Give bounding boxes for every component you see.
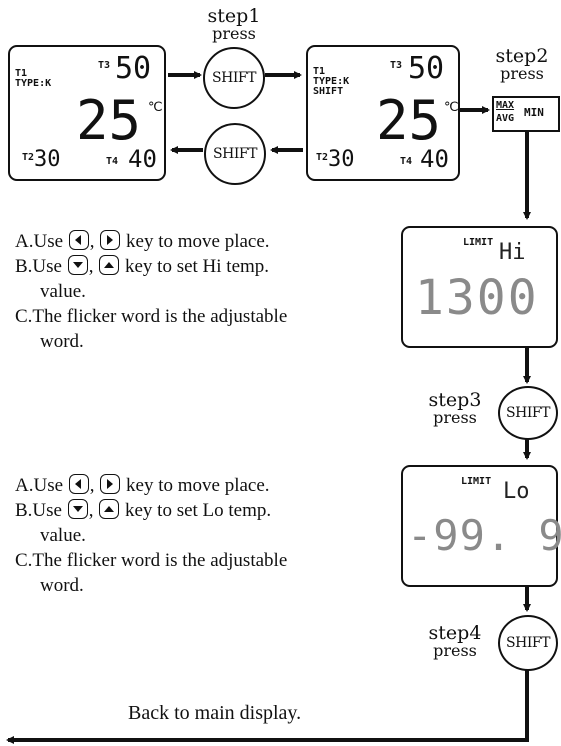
shift-button-step4[interactable]: SHIFT — [498, 615, 558, 671]
hi-instructions: A.Use , key to move place. B.Use , key t… — [15, 229, 287, 354]
unit-label: ℃ — [444, 99, 459, 114]
t4-label: T4 — [106, 156, 119, 167]
up-key-icon — [99, 499, 120, 519]
step1-label: step1 press — [207, 5, 261, 43]
step4-label: step4 press — [428, 622, 482, 660]
mode-label: SHIFT — [313, 86, 344, 97]
avg-label: AVG — [496, 113, 515, 124]
right-key-icon — [100, 230, 121, 250]
t4-value: 40 — [128, 145, 157, 173]
down-key-icon — [67, 255, 88, 275]
lo-instruction-b: B.Use , key to set Lo temp. — [15, 499, 272, 521]
t3-label: T3 — [98, 60, 111, 71]
left-key-icon — [68, 230, 89, 250]
hi-value: 1300 — [415, 270, 539, 326]
main-value: 25 — [76, 89, 142, 152]
lo-instruction-c: C.The flicker word is the adjustable — [15, 550, 288, 571]
lo-instruction-b-cont: value. — [40, 525, 86, 546]
max-label: MAX — [496, 100, 515, 111]
up-key-icon — [99, 255, 120, 275]
t2-label: T2 — [22, 152, 35, 163]
type-label: TYPE:K — [15, 78, 52, 89]
t1-label: T1 — [313, 66, 326, 77]
step3-label: step3 press — [428, 389, 482, 427]
hi-label: Hi — [499, 240, 526, 265]
t4-value: 40 — [420, 145, 449, 173]
hi-limit-display: LIMIT Hi 1300 — [401, 226, 558, 348]
lo-instruction-a: A.Use , key to move place. — [15, 474, 270, 496]
t3-value: 50 — [408, 51, 445, 86]
t1-label: T1 — [15, 68, 28, 79]
shift-button-step3[interactable]: SHIFT — [498, 386, 558, 440]
left-key-icon — [68, 474, 89, 494]
t4-label: T4 — [400, 156, 413, 167]
right-key-icon — [100, 474, 121, 494]
max-avg-min-button[interactable]: MAX AVG MIN — [492, 96, 560, 132]
hi-instruction-b-cont: value. — [40, 281, 86, 302]
hi-instruction-a: A.Use , key to move place. — [15, 230, 270, 252]
lo-instruction-c-cont: word. — [40, 575, 84, 596]
t2-label: T2 — [316, 152, 329, 163]
hi-instruction-b: B.Use , key to set Hi temp. — [15, 255, 270, 277]
down-key-icon — [67, 499, 88, 519]
shift-button-bottom[interactable]: SHIFT — [204, 123, 266, 185]
lo-instructions: A.Use , key to move place. B.Use , key t… — [15, 473, 287, 598]
main-value: 25 — [376, 89, 442, 152]
lo-label: Lo — [503, 479, 530, 504]
step2-label: step2 press — [495, 45, 549, 83]
unit-label: ℃ — [148, 99, 163, 114]
back-to-main-label: Back to main display. — [128, 702, 302, 724]
limit-label: LIMIT — [463, 237, 494, 248]
hi-instruction-c-cont: word. — [40, 331, 84, 352]
t3-label: T3 — [390, 60, 403, 71]
t2-value: 30 — [34, 147, 61, 172]
min-label: MIN — [524, 106, 544, 119]
type-label: TYPE:K — [313, 76, 350, 87]
lo-limit-display: LIMIT Lo -99. 9 — [401, 465, 561, 587]
t2-value: 30 — [328, 147, 355, 172]
t3-value: 50 — [115, 51, 152, 86]
limit-label: LIMIT — [461, 476, 492, 487]
main-display: T1 TYPE:K T3 50 25 ℃ T2 30 T4 40 — [8, 45, 166, 181]
lo-value: -99. 9 — [407, 511, 561, 560]
arrow-back-to-main — [18, 661, 529, 742]
shift-button-top[interactable]: SHIFT — [203, 47, 265, 109]
shift-display: T1 TYPE:K SHIFT T3 50 25 ℃ T2 30 T4 40 — [306, 45, 460, 181]
hi-instruction-c: C.The flicker word is the adjustable — [15, 306, 288, 327]
